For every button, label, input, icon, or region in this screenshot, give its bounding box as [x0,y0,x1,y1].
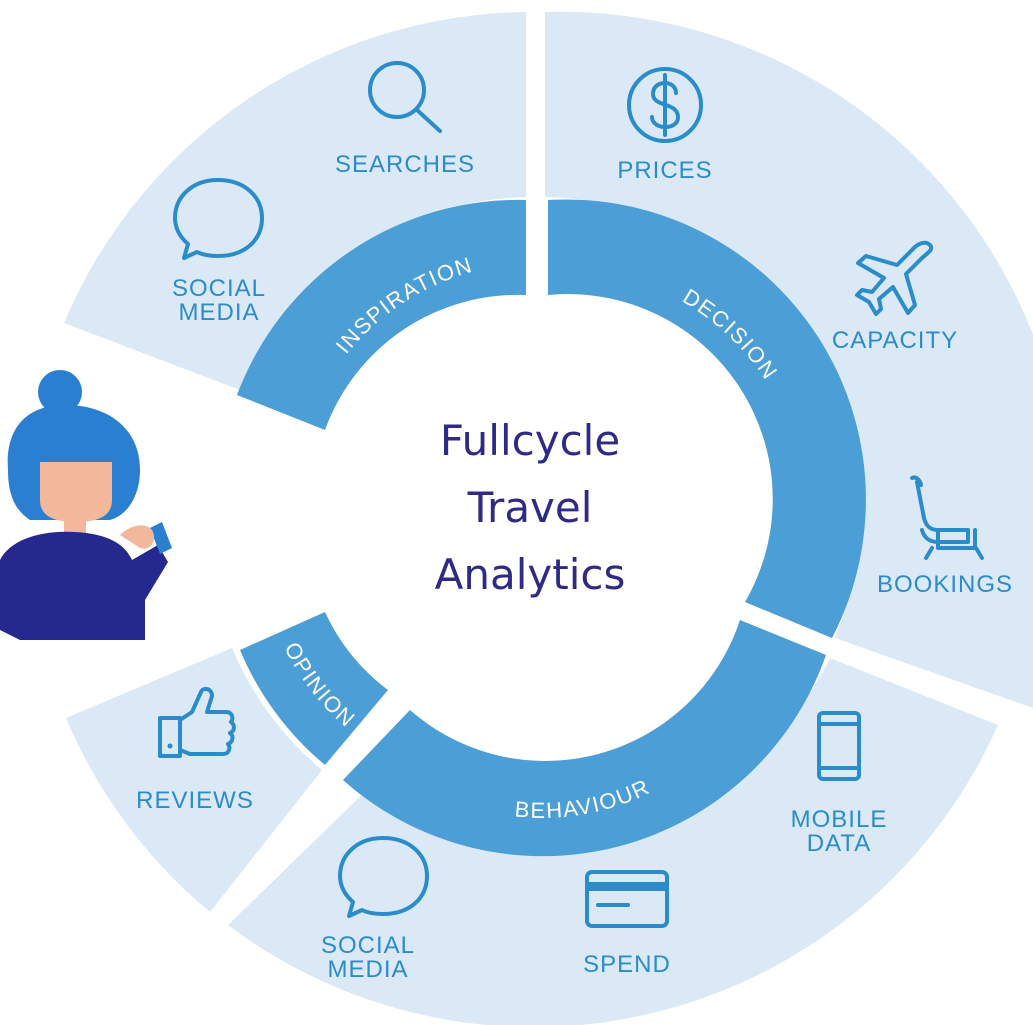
mobile-phone-icon [817,711,861,781]
inner-ring [237,199,866,857]
segment-opinion-outer [66,648,322,912]
segment-behaviour-inner[interactable] [343,620,826,857]
mobile-data-label-2: DATA [807,830,871,857]
center-title-line-1: Fullcycle [440,416,620,465]
prices-label: PRICES [617,157,712,184]
mobile-data-label-1: MOBILE [791,806,888,833]
credit-card-icon [585,870,669,928]
thumbs-up-icon [158,686,236,758]
segment-inspiration-inner[interactable] [237,199,526,430]
item-reviews[interactable]: REVIEWS [136,686,254,814]
social-media-top-label-1: SOCIAL [172,275,266,302]
center-hub [325,295,735,705]
item-bookings[interactable]: BOOKINGS [877,475,1013,598]
center-title-line-2: Travel [467,483,593,532]
social-media-bottom-label-1: SOCIAL [321,932,415,959]
face [40,462,112,522]
segment-opinion-inner[interactable] [240,612,388,765]
item-capacity[interactable]: CAPACITY [832,240,958,354]
item-social-media-bottom[interactable]: SOCIAL MEDIA [321,836,429,983]
bookings-label: BOOKINGS [877,571,1013,598]
sweater [0,531,168,640]
airplane-icon [855,240,934,316]
center-title: Fullcycle Travel Analytics [435,416,626,599]
reviews-label: REVIEWS [136,787,254,814]
hand [120,525,155,549]
hair-bun [38,370,82,414]
magnifier-icon [368,61,442,133]
speech-bubble-icon [338,836,429,918]
spend-label: SPEND [583,951,671,978]
segment-decision-inner[interactable] [548,199,866,638]
segment-decision-outer [545,11,1033,708]
item-prices[interactable]: PRICES [617,67,712,184]
item-mobile-data[interactable]: MOBILE DATA [791,711,888,857]
phone [150,522,172,554]
speech-bubble-icon [173,178,264,260]
capacity-label: CAPACITY [832,327,958,354]
seat-icon [910,475,984,560]
item-social-media-top[interactable]: SOCIAL MEDIA [172,178,266,326]
person-illustration [0,370,172,640]
segment-inspiration-outer [64,12,526,390]
social-media-top-label-2: MEDIA [178,299,259,326]
item-searches[interactable]: SEARCHES [335,61,475,178]
social-media-bottom-label-2: MEDIA [327,956,408,983]
dollar-coin-icon [627,67,703,143]
searches-label: SEARCHES [335,151,475,178]
center-title-line-3: Analytics [435,550,626,599]
item-spend[interactable]: SPEND [583,870,671,978]
